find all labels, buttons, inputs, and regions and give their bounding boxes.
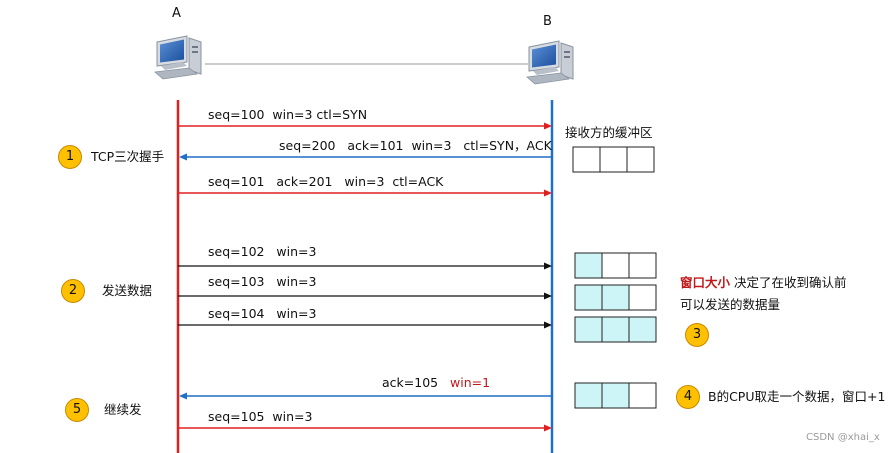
msg-syn-ack-label: seq=200 ack=101 win=3 ctl=SYN，ACK <box>279 138 552 153</box>
msg-seq-104-label: seq=104 win=3 <box>208 306 317 321</box>
receiver-buffer-2 <box>574 252 657 279</box>
phase-badge-3: 3 <box>685 323 709 347</box>
receiver-buffer-3 <box>574 284 657 311</box>
phase-badge-5: 5 <box>65 398 89 422</box>
buffer-cell <box>574 382 603 409</box>
arrow-syn-ack <box>179 153 552 161</box>
receiver-buffer-1 <box>572 146 655 173</box>
ack-105-text: ack=105 <box>382 375 439 390</box>
msg-seq-102-label: seq=102 win=3 <box>208 244 317 259</box>
window-size-note-line2: 可以发送的数据量 <box>680 297 781 312</box>
computer-b-icon <box>526 40 574 85</box>
win-1-highlight: win=1 <box>450 375 491 390</box>
window-size-note-line1: 窗口大小 决定了在收到确认前 <box>680 275 847 291</box>
msg-syn-label: seq=100 win=3 ctl=SYN <box>208 107 368 122</box>
buffer-cell <box>628 284 657 311</box>
host-b-label: B <box>543 14 552 29</box>
window-size-note-rest: 决定了在收到确认前 <box>730 275 847 290</box>
arrow-seq-105 <box>178 424 552 432</box>
receiver-buffer-5 <box>574 382 657 409</box>
phase-label-cpu-consume: B的CPU取走一个数据，窗口+1 <box>708 389 886 404</box>
buffer-cell <box>574 284 603 311</box>
buffer-layer <box>572 146 657 409</box>
buffer-cell <box>626 146 655 173</box>
msg-ack-105-label: ack=105 win=1 <box>382 375 490 391</box>
buffer-cell <box>601 252 630 279</box>
arrow-seq-104 <box>178 321 552 329</box>
phase-badge-4: 4 <box>676 385 700 409</box>
buffer-cell <box>628 252 657 279</box>
buffer-cell <box>572 146 601 173</box>
window-size-highlight: 窗口大小 <box>680 275 731 290</box>
arrow-syn <box>178 122 552 130</box>
phase-label-send-data: 发送数据 <box>102 283 153 298</box>
phase-badge-2: 2 <box>61 279 85 303</box>
host-a-label: A <box>172 6 181 21</box>
arrow-seq-102 <box>178 262 552 270</box>
buffer-cell <box>599 146 628 173</box>
arrow-ack-105 <box>179 392 552 400</box>
msg-ack-label: seq=101 ack=201 win=3 ctl=ACK <box>208 174 444 189</box>
buffer-cell <box>601 284 630 311</box>
buffer-cell <box>574 252 603 279</box>
receiver-buffer-label: 接收方的缓冲区 <box>565 125 653 140</box>
buffer-cell <box>628 382 657 409</box>
buffer-cell <box>601 382 630 409</box>
buffer-cell <box>601 316 630 343</box>
arrow-ack <box>178 189 552 197</box>
msg-seq-103-label: seq=103 win=3 <box>208 274 317 289</box>
phase-badge-1: 1 <box>58 145 82 169</box>
arrow-seq-103 <box>178 292 552 300</box>
phase-label-handshake: TCP三次握手 <box>91 149 165 164</box>
computer-a-icon <box>154 35 202 80</box>
buffer-cell <box>574 316 603 343</box>
watermark: CSDN @xhai_x <box>806 432 880 443</box>
buffer-cell <box>628 316 657 343</box>
phase-label-continue: 继续发 <box>104 402 142 417</box>
msg-seq-105-label: seq=105 win=3 <box>208 409 313 424</box>
receiver-buffer-4 <box>574 316 657 343</box>
